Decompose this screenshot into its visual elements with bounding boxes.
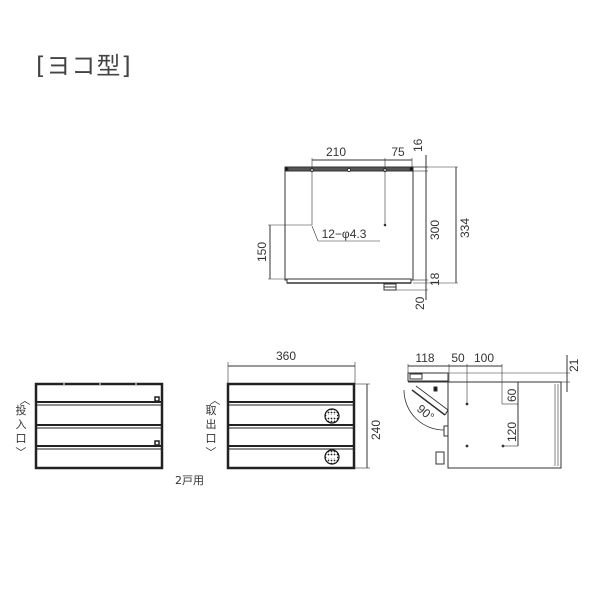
dim-60: 60 — [505, 388, 519, 402]
svg-text:投: 投 — [16, 403, 27, 417]
dim-20: 20 — [413, 296, 427, 310]
dim-118: 118 — [415, 351, 434, 365]
svg-text:出: 出 — [206, 417, 217, 431]
dim-18: 18 — [428, 272, 442, 286]
svg-text:取: 取 — [206, 404, 217, 417]
dim-50: 50 — [451, 351, 465, 365]
dim-240: 240 — [369, 420, 383, 440]
svg-text:口: 口 — [206, 432, 217, 445]
dim-16: 16 — [411, 138, 425, 152]
svg-text:〈: 〈 — [208, 395, 221, 406]
svg-text:入: 入 — [16, 418, 27, 431]
back-view-label: 〈 取 出 口 〉 — [204, 395, 221, 458]
dim-210: 210 — [326, 145, 346, 159]
dim-100: 100 — [474, 351, 494, 365]
caption-2-units: 2戸用 — [175, 474, 204, 487]
svg-text:口: 口 — [16, 432, 27, 445]
drawing-title: [ヨコ型] — [36, 52, 132, 80]
dim-334: 334 — [458, 218, 472, 238]
back-view — [226, 362, 370, 470]
dim-angle-90: 90° — [414, 402, 437, 425]
svg-text:〉: 〉 — [14, 447, 27, 458]
dim-120: 120 — [505, 422, 519, 442]
dim-75: 75 — [391, 145, 405, 159]
dim-360: 360 — [276, 349, 296, 363]
front-view-label: 〈 投 入 口 〉 — [14, 395, 31, 458]
dim-300: 300 — [428, 220, 442, 240]
dim-holes: 12−φ4.3 — [322, 227, 367, 241]
front-view — [34, 382, 164, 470]
dim-150: 150 — [255, 242, 269, 262]
dim-21: 21 — [567, 358, 581, 372]
svg-text:〈: 〈 — [18, 395, 31, 406]
top-view — [268, 155, 458, 300]
svg-text:〉: 〉 — [204, 447, 217, 458]
side-view — [403, 355, 570, 469]
